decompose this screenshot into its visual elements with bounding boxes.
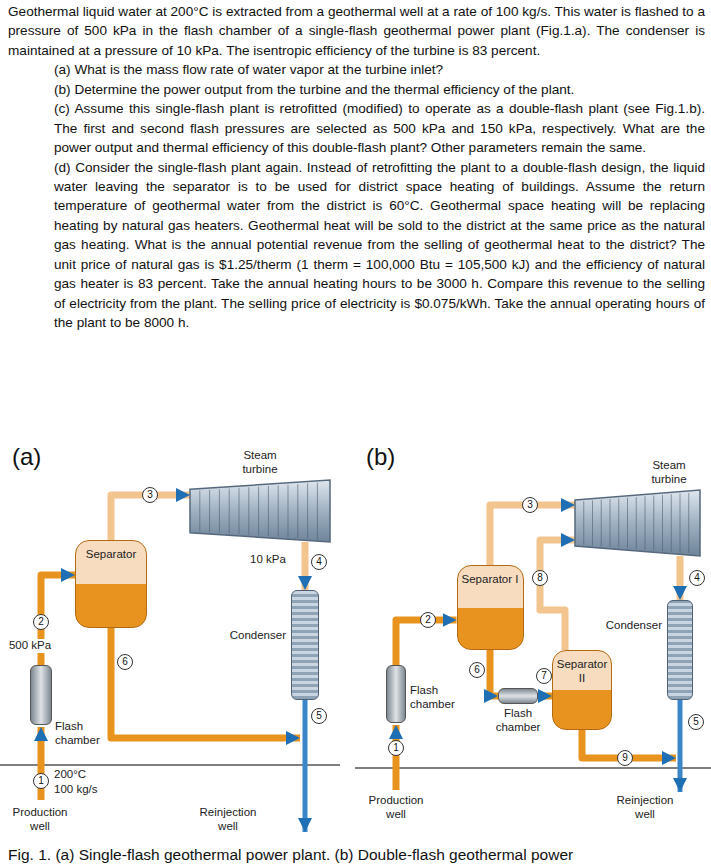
- equipment-label: Flash chamber: [55, 720, 105, 748]
- flash-chamber: Flash chamber: [386, 665, 406, 723]
- production-pipe: [38, 727, 45, 800]
- separator-vessel: Separator: [75, 540, 147, 628]
- well-label: Production well: [5, 806, 75, 834]
- condenser: Condenser: [291, 590, 319, 700]
- figure-letter: (b): [366, 444, 395, 470]
- callout-number: 3: [522, 497, 538, 513]
- turbine-blade: [229, 489, 230, 534]
- callout-number: 1: [388, 740, 404, 756]
- well-label: Reinjection well: [190, 806, 266, 834]
- turbine-shape: [575, 490, 700, 556]
- equipment-label: Condenser: [230, 629, 286, 643]
- temperature-label: 200°C: [54, 768, 86, 782]
- figure-letter: (a): [12, 444, 41, 470]
- turbine-blade: [248, 487, 249, 534]
- turbine-blade: [680, 494, 681, 553]
- equipment-label: Separator II: [553, 651, 611, 686]
- turbine-blade: [268, 486, 269, 536]
- equipment-label: Flash chamber: [410, 684, 460, 712]
- turbine-blade: [671, 494, 672, 551]
- turbine-blade: [307, 483, 308, 538]
- callout-number: 2: [33, 614, 49, 630]
- flash-chamber: Flash chamber: [30, 665, 52, 725]
- turbine-blade: [278, 485, 279, 536]
- equipment-label: Flash chamber: [490, 707, 546, 735]
- problem-text: (c) Assume this single-flash plant is re…: [54, 99, 705, 157]
- flash-chamber: Flash chamber: [498, 688, 538, 704]
- callout-number: 4: [311, 554, 327, 570]
- callout-number: 9: [617, 750, 633, 766]
- pipe-connector: [490, 650, 498, 696]
- turbine-casing: [190, 480, 330, 542]
- equipment-label: Separator I: [458, 566, 523, 587]
- callout-number: 4: [689, 570, 705, 586]
- turbine-blade: [627, 498, 628, 549]
- problem-statement: Geothermal liquid water at 200°C is extr…: [8, 2, 705, 332]
- callout-number: 1: [33, 773, 49, 789]
- problem-text: Geothermal liquid water at 200°C is extr…: [8, 2, 705, 60]
- ground-line: [0, 764, 340, 766]
- turbine-blade: [258, 487, 259, 536]
- caption: Fig. 1. (a) Single-flash geothermal powe…: [8, 846, 708, 865]
- turbine-blade: [592, 500, 593, 545]
- turbine-casing: [575, 490, 700, 556]
- turbine-blade: [209, 490, 210, 532]
- turbine-blade: [199, 491, 200, 532]
- callout-number: 8: [532, 570, 548, 586]
- turbine-shape: [190, 480, 330, 542]
- turbine-blade: [317, 483, 318, 540]
- separator-vessel: Separator I: [457, 565, 524, 650]
- reinjection-pipe: [303, 700, 308, 832]
- well-label: Production well: [361, 794, 431, 822]
- equipment-label: Steam turbine: [229, 449, 291, 477]
- pipe-connector: [490, 505, 575, 565]
- turbine-blade: [636, 497, 637, 549]
- pipe-connector: [302, 542, 309, 590]
- pressure-label: 10 kPa: [245, 553, 291, 567]
- pipe-connector: [538, 693, 552, 700]
- callout-number: 6: [117, 654, 133, 670]
- equipment-label: Separator: [76, 541, 146, 562]
- turbine-blade: [297, 484, 298, 538]
- turbine-blade: [688, 493, 689, 553]
- pipe-connector: [540, 540, 575, 650]
- pipe-connector: [677, 556, 684, 600]
- callout-number: 5: [311, 708, 327, 724]
- equipment-label: Steam turbine: [638, 459, 700, 487]
- production-pipe: [393, 725, 400, 790]
- equipment-label: Condenser: [606, 619, 662, 633]
- steam-turbine: Steam turbine: [575, 490, 700, 556]
- well-label: Reinjection well: [607, 794, 683, 822]
- problem-text: (b) Determine the power output from the …: [54, 80, 705, 99]
- turbine-blade: [610, 499, 611, 547]
- turbine-blade: [601, 500, 602, 546]
- brine-pipe: [111, 628, 300, 738]
- turbine-blade: [583, 501, 584, 545]
- separator-vessel: Separator II: [552, 650, 612, 730]
- steam-turbine: Steam turbine: [190, 480, 330, 542]
- turbine-blade: [618, 498, 619, 547]
- turbine-blade: [662, 495, 663, 551]
- callout-number: 6: [469, 662, 485, 678]
- turbine-blade: [645, 496, 646, 549]
- ground-line: [355, 767, 711, 769]
- turbine-blade: [219, 489, 220, 533]
- callout-number: 2: [420, 612, 436, 628]
- problem-text: (d) Consider the single-flash plant agai…: [54, 158, 705, 333]
- turbine-blade: [239, 488, 240, 534]
- condenser: Condenser: [667, 600, 693, 700]
- problem-text: (a) What is the mass flow rate of water …: [54, 60, 705, 79]
- pressure-label: 500 kPa: [5, 639, 55, 653]
- callout-number: 3: [142, 487, 158, 503]
- turbine-blade: [653, 496, 654, 551]
- callout-number: 7: [536, 668, 552, 684]
- flow-rate-label: 100 kg/s: [54, 783, 97, 797]
- callout-number: 5: [688, 714, 704, 730]
- reinjection-pipe: [678, 700, 683, 792]
- turbine-blade: [288, 485, 289, 538]
